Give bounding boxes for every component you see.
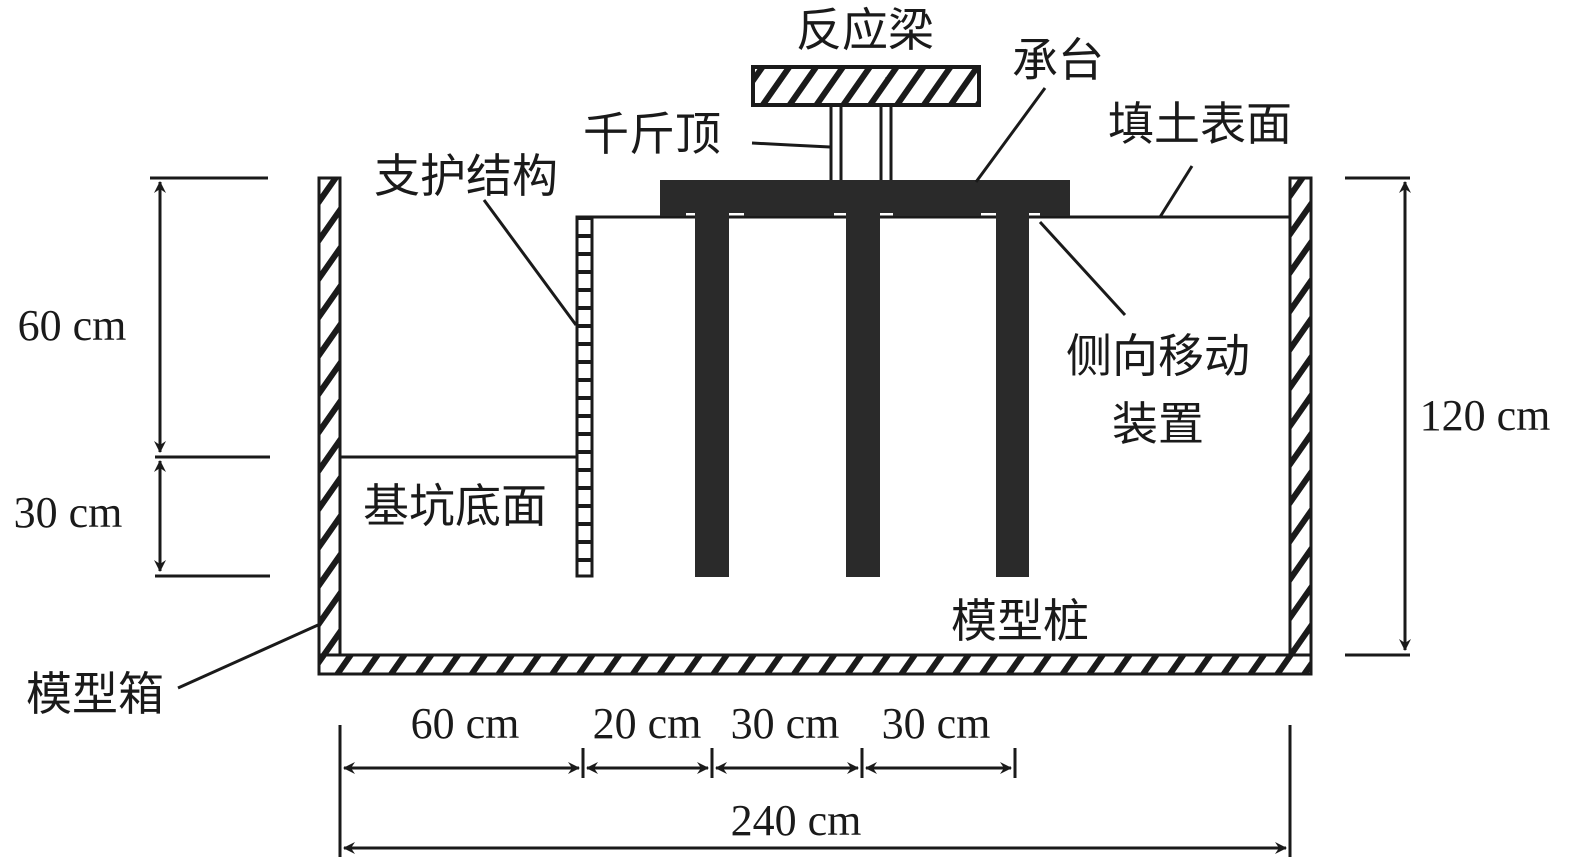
lateral-device-label-2: 装置 <box>1112 397 1204 451</box>
left-dimensions <box>150 176 270 578</box>
right-dimension <box>1345 176 1411 657</box>
dim-bottom-3: 30 cm <box>731 699 840 748</box>
support-structure <box>575 215 594 578</box>
fill-surface-label: 填土表面 <box>1108 97 1292 151</box>
pile <box>695 210 729 577</box>
model-pile-label: 模型桩 <box>951 594 1089 648</box>
pile-cap <box>660 180 1070 216</box>
dim-bottom-2: 20 cm <box>593 699 702 748</box>
pile-cap-label: 承台 <box>1012 33 1104 87</box>
pile <box>846 210 880 577</box>
model-box-label: 模型箱 <box>26 667 164 721</box>
dim-bottom-1: 60 cm <box>411 699 520 748</box>
pit-bottom-label: 基坑底面 <box>363 479 547 533</box>
dim-right-height: 120 cm <box>1420 391 1551 440</box>
support-structure-label: 支护结构 <box>374 149 558 203</box>
dim-left-upper: 60 cm <box>18 301 127 350</box>
model-box <box>317 176 1313 676</box>
dim-left-lower: 30 cm <box>14 488 123 537</box>
model-piles <box>695 210 1029 577</box>
reaction-beam-label: 反应梁 <box>796 3 934 57</box>
lateral-device-label-1: 侧向移动 <box>1066 329 1250 383</box>
dim-bottom-4: 30 cm <box>882 699 991 748</box>
reaction-beam <box>751 65 981 107</box>
pile <box>996 210 1029 577</box>
jack <box>829 106 893 180</box>
jack-label: 千斤顶 <box>583 107 721 161</box>
bottom-dimensions <box>338 725 1292 857</box>
dim-total-width: 240 cm <box>731 796 862 845</box>
leader-lines <box>177 87 1194 690</box>
